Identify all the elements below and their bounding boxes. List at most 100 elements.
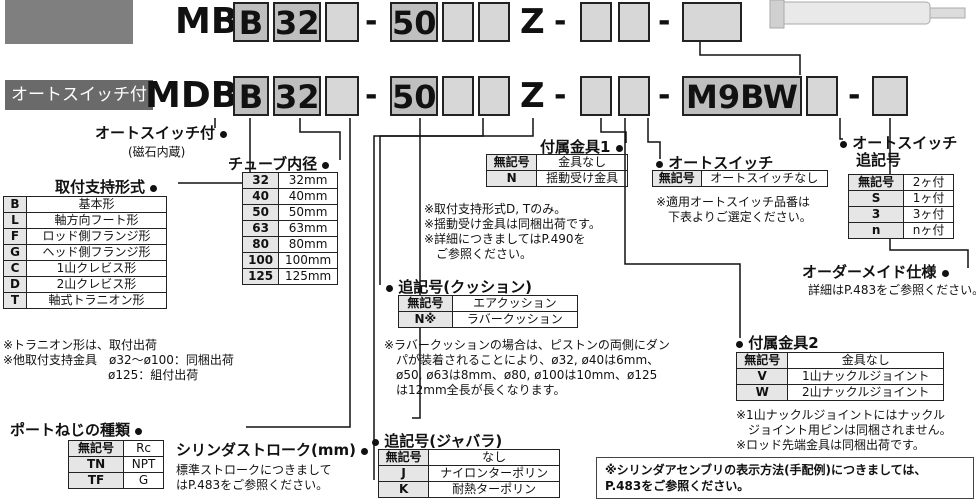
- accessory1-note-3: ※詳細につきましてはP.490を: [424, 232, 586, 246]
- code-box-stroke: 50: [390, 76, 438, 116]
- autoswitch-note-1: ※適用オートスイッチ品番は: [656, 195, 811, 209]
- order-made-title: オーダーメイド仕様: [802, 261, 949, 282]
- bore-title: チューブ内径: [228, 153, 330, 174]
- model-prefix-mdb: MDB: [145, 75, 239, 116]
- accessory1-title: 付属金具1: [540, 136, 623, 157]
- code-box-blank: [618, 2, 650, 42]
- code-box-switch-suffix: [806, 76, 838, 116]
- bullet-dot: [135, 428, 143, 435]
- stroke-note-2: はP.483をご参照ください。: [176, 478, 329, 492]
- code-box-b: B: [233, 76, 269, 116]
- table-row: 無記号オートスイッチなし: [652, 170, 829, 187]
- code-box-port: [325, 76, 359, 116]
- code-box-switch: M9BW: [682, 76, 802, 116]
- cylinder-illustration: [769, 0, 966, 29]
- accessory1-note-2: ※揺動受け金具は同梱出荷です。: [424, 217, 601, 231]
- code-box-blank: [442, 2, 474, 42]
- bullet-dot: [840, 141, 847, 148]
- cushion-note-4: は12mm全長が長くなります。: [396, 383, 566, 397]
- code-box-b: B: [233, 2, 269, 42]
- accessory1-note-4: ご参照ください。: [436, 247, 533, 261]
- cushion-note-1: ※ラバークッションの場合は、ピストンの両側にダン: [384, 338, 670, 352]
- bullet-dot: [736, 341, 743, 348]
- code-z: Z: [520, 76, 545, 116]
- code-box-blank: [478, 2, 510, 42]
- hyphen: -: [554, 78, 567, 113]
- code-box-bore: 32: [273, 76, 321, 116]
- bullet-dot: [941, 270, 949, 277]
- auto-switch-builtin-sub: (磁石内蔵): [128, 145, 186, 159]
- hyphen: -: [658, 78, 671, 113]
- bullet-dot: [386, 285, 393, 292]
- cushion-title: 追記号(クッション): [386, 276, 532, 297]
- code-box-bore: 32: [273, 2, 321, 42]
- cushion-note-2: パが装着されることにより、ø32, ø40は6mm、: [396, 353, 660, 367]
- code-box-accessory1: [478, 76, 510, 116]
- table-row: 無記号なし: [377, 449, 560, 466]
- autoswitch-title: オートスイッチ: [656, 152, 773, 173]
- accessory2-note-3: ※ロッド先端金具は同梱出荷です。: [736, 438, 925, 452]
- bullet-dot: [322, 162, 330, 169]
- code-box-blank: [580, 2, 612, 42]
- table-row: N※ラバークッション: [398, 311, 579, 328]
- bullet-dot: [372, 439, 379, 446]
- accessory1-note-1: ※取付支持形式D, Tのみ。: [424, 202, 567, 216]
- port-title: ポートねじの種類: [10, 419, 143, 440]
- cushion-table: 無記号エアクッション N※ラバークッション: [398, 295, 579, 328]
- hyphen: -: [365, 4, 378, 39]
- stroke-note-1: 標準ストロークにつきまして: [176, 463, 332, 477]
- hyphen: -: [658, 4, 671, 39]
- stroke-title: シリンダストローク(mm): [176, 439, 369, 460]
- auto-switch-builtin-title: オートスイッチ付: [95, 122, 228, 143]
- code-box-accessory2: [618, 76, 650, 116]
- mounting-note-2: ※他取付支持金具 ø32〜ø100：同梱出荷: [3, 353, 234, 367]
- table-row: 無記号エアクッション: [398, 295, 579, 312]
- header-grey-block: [5, 0, 133, 44]
- order-made-note: 詳細はP.483をご参照ください。: [808, 283, 976, 297]
- assembly-note-line1: ※シリンダアセンブリの表示方法(手配例)につきましては、: [605, 463, 927, 477]
- bellows-title: 追記号(ジャバラ): [372, 430, 502, 451]
- bullet-dot: [656, 161, 663, 168]
- hyphen: -: [365, 78, 378, 113]
- hyphen: -: [848, 78, 861, 113]
- autoswitch-table: 無記号オートスイッチなし: [652, 170, 829, 187]
- hyphen: -: [554, 4, 567, 39]
- code-box-stroke: 50: [390, 2, 438, 42]
- autoswitch-note-2: 下表よりご選定ください。: [668, 210, 812, 224]
- table-row: 無記号金具なし: [485, 154, 628, 171]
- bullet-dot: [361, 448, 369, 455]
- bullet-dot: [220, 131, 228, 138]
- code-box-cushion: [442, 76, 474, 116]
- code-z: Z: [520, 2, 545, 42]
- table-row: 無記号金具なし: [735, 352, 944, 369]
- mounting-note-1: ※トラニオン形は、取付出荷: [3, 338, 158, 352]
- cushion-note-3: ø50, ø63は8mm、ø80, ø100は10mm、ø125: [396, 368, 658, 382]
